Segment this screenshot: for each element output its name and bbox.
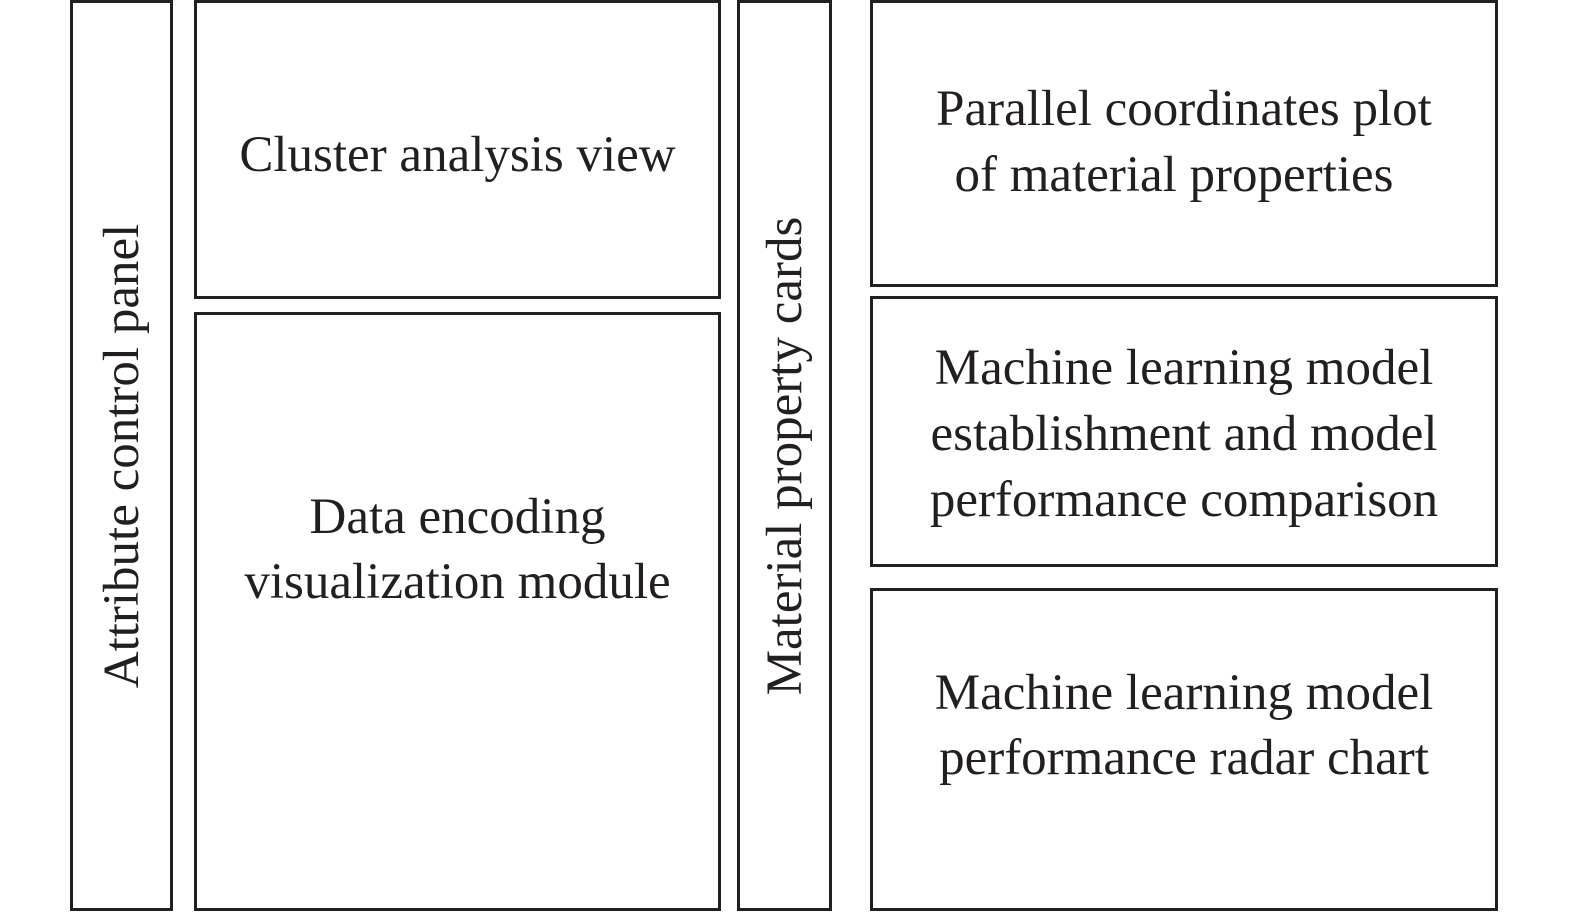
parallel-coordinates-label-line1: Parallel coordinates plot: [936, 81, 1432, 137]
cluster-analysis-view: Cluster analysis view: [194, 0, 721, 299]
attribute-control-panel-label: Attribute control panel: [93, 223, 150, 688]
ml-model-label-line1: Machine learning model: [934, 340, 1434, 396]
ml-performance-radar-chart: Machine learning model performance radar…: [870, 588, 1498, 911]
ml-model-establishment: Machine learning model establishment and…: [870, 296, 1498, 567]
radar-chart-label-line1: Machine learning model: [934, 665, 1434, 721]
material-property-cards-label: Material property cards: [756, 216, 813, 695]
data-encoding-label-line1: Data encoding: [309, 489, 606, 545]
material-property-cards: Material property cards: [737, 0, 832, 911]
ml-model-label-line3: performance comparison: [929, 472, 1439, 528]
cluster-analysis-view-label: Cluster analysis view: [239, 127, 676, 183]
radar-chart-label-line2: performance radar chart: [939, 730, 1429, 786]
data-encoding-visualization-module: Data encoding visualization module: [194, 312, 721, 911]
attribute-control-panel: Attribute control panel: [70, 0, 173, 911]
data-encoding-label-line2: visualization module: [244, 554, 671, 610]
parallel-coordinates-label-line2: of material properties: [954, 147, 1394, 203]
ml-model-label-line2: establishment and model: [930, 406, 1438, 462]
parallel-coordinates-plot: Parallel coordinates plot of material pr…: [870, 0, 1498, 287]
